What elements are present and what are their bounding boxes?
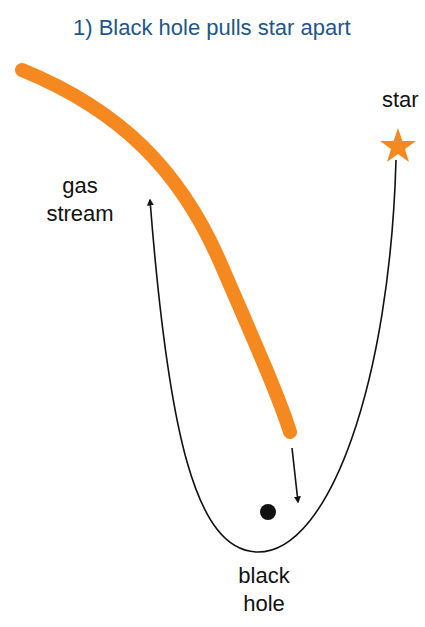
black-hole-dot	[260, 504, 276, 520]
orbit-path	[150, 160, 396, 552]
gas-stream	[22, 70, 290, 432]
label: gas stream	[37, 172, 123, 228]
label: star	[382, 86, 419, 114]
star-symbol	[380, 128, 416, 162]
infall-arrow	[292, 448, 298, 502]
title: 1) Black hole pulls star apart	[73, 14, 351, 42]
label: black hole	[222, 562, 306, 618]
